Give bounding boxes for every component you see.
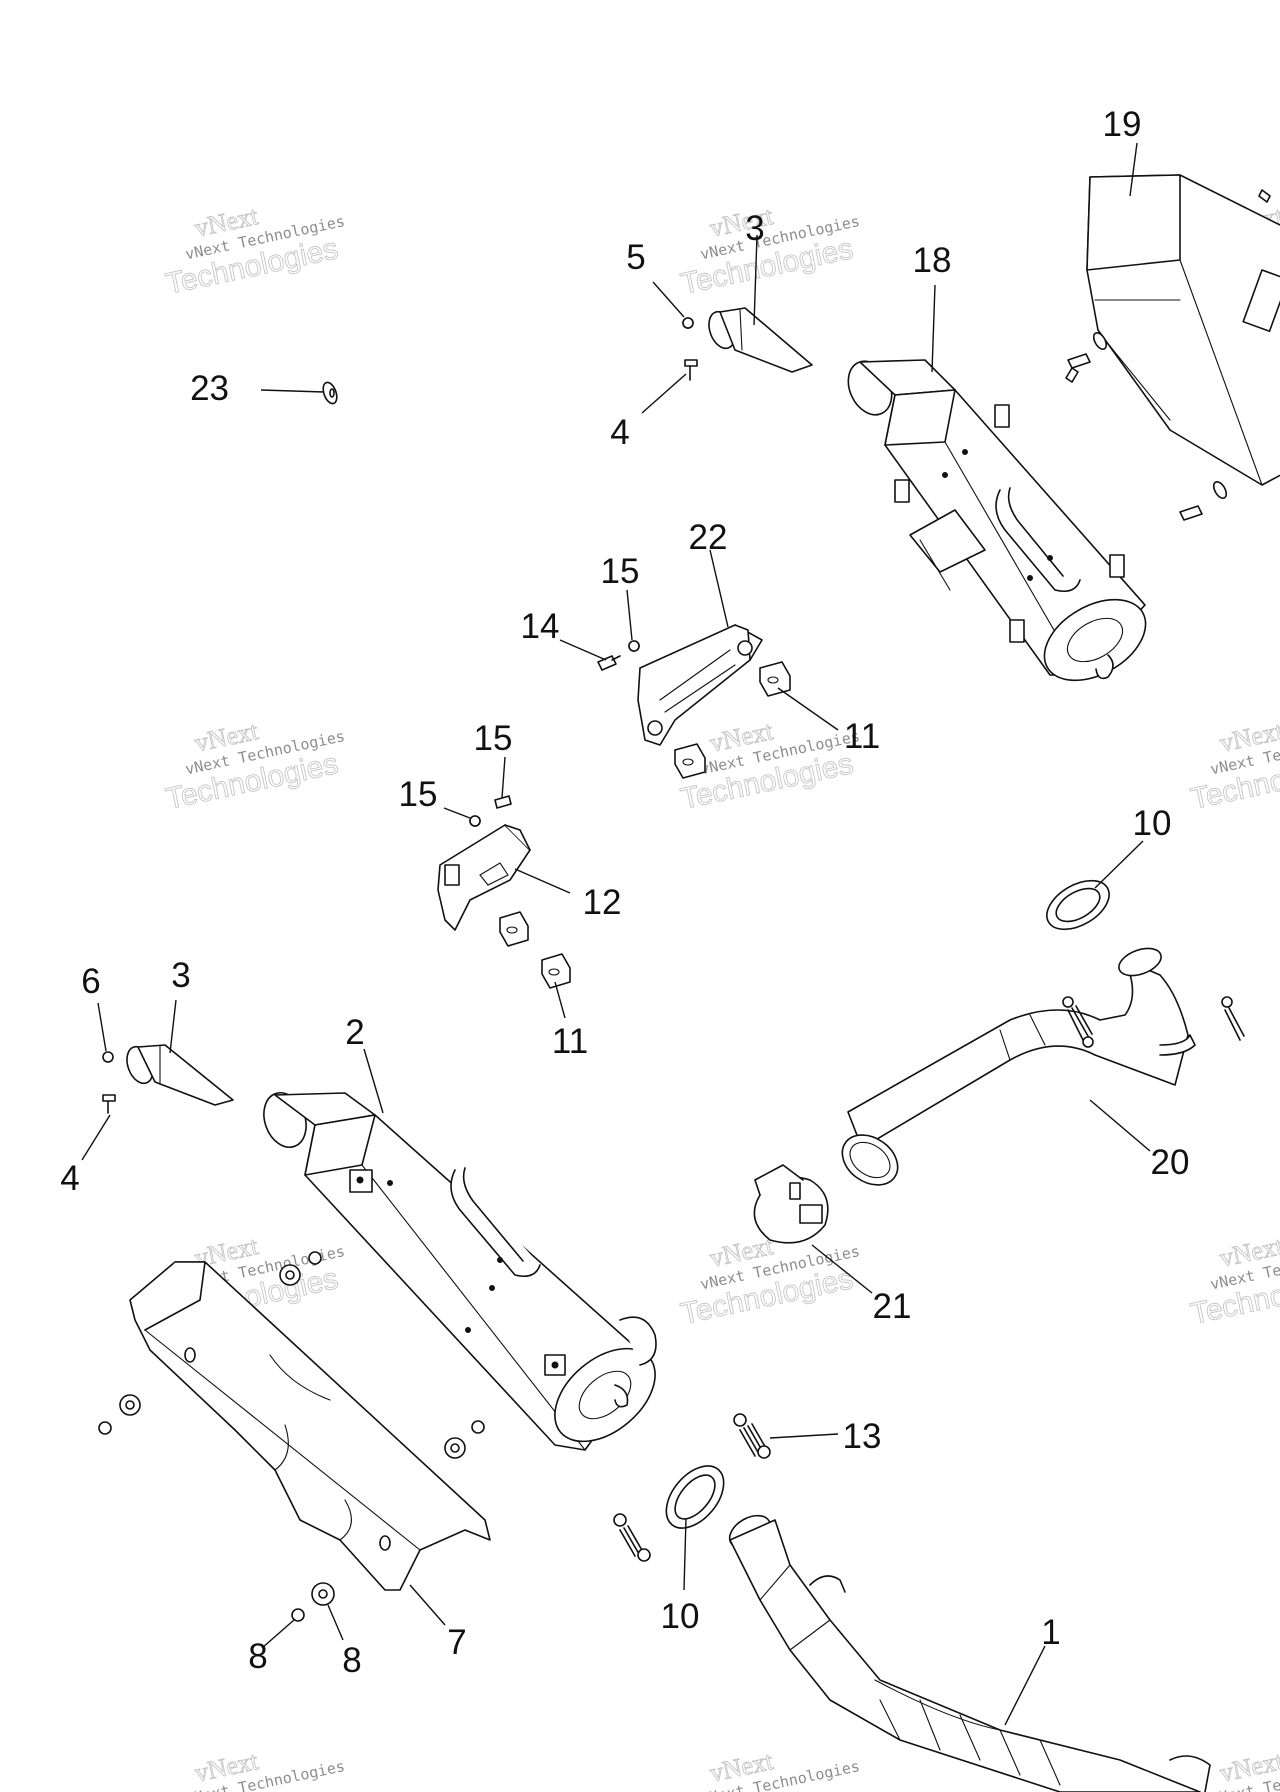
gasket-10-lower: [665, 1465, 725, 1529]
nut-7: [291, 1608, 305, 1622]
muffler-2: [263, 1092, 657, 1451]
watermark: vNext vNext Technologies: [1209, 1746, 1280, 1792]
end-cap-lower: [126, 1044, 234, 1106]
callout-8: 8: [342, 1641, 361, 1680]
callout-11-lower: 11: [552, 1022, 588, 1061]
screw-4-lower: [102, 1051, 116, 1114]
callout-15-upper: 15: [601, 552, 640, 591]
isolator-11-lower: [499, 911, 571, 989]
watermark: vNext vNext Technologies Technologies: [162, 201, 346, 302]
spring-13-upper: [1062, 996, 1245, 1048]
head-pipe-1: [728, 1514, 1211, 1792]
gasket-10-upper: [1046, 879, 1110, 931]
watermark: vNext vNext Technologies Technologies: [162, 716, 346, 817]
watermark-group: vNext vNext Technologies Technologies vN…: [162, 201, 1280, 1792]
callout-11-upper: 11: [844, 717, 880, 756]
washer-8: [311, 1582, 335, 1606]
washers-6: [98, 1251, 485, 1459]
callout-14-lower: 15: [474, 719, 513, 758]
end-cap-upper: [708, 307, 813, 373]
callout-18: 18: [913, 241, 952, 280]
callout-14-upper: 14: [521, 607, 560, 646]
callout-13: 13: [843, 1417, 882, 1456]
muffler-upper-right: [1086, 174, 1280, 486]
hanger-bracket-22: [637, 624, 763, 746]
watermark: vNext vNext Technologies: [699, 1746, 862, 1792]
callout-labels: 23 5 3 4 18 19 22 15 14 11 15 15 12 10 1…: [60, 105, 1189, 1680]
callout-22: 22: [689, 518, 728, 557]
callout-3-lower: 3: [171, 956, 190, 995]
callout-4-upper: 4: [610, 413, 629, 452]
nut-15: [469, 317, 694, 827]
muffler-18: [847, 359, 1147, 682]
hanger-bracket-12: [437, 824, 531, 931]
callout-20: 20: [1151, 1143, 1190, 1182]
bolt-washer: [1065, 332, 1228, 521]
clamp-21: [753, 1164, 829, 1244]
callout-5-lower: 6: [81, 962, 100, 1001]
callout-5-upper: 5: [626, 238, 645, 277]
callout-15-lower: 15: [399, 775, 438, 814]
callout-12: 12: [583, 883, 622, 922]
washer-23: [322, 381, 338, 405]
callout-4-lower: 4: [60, 1159, 79, 1198]
callout-10-lower: 10: [661, 1597, 700, 1636]
watermark: vNext vNext Technologies Technologies: [677, 201, 861, 302]
spring-13: [613, 1413, 771, 1562]
callout-6: 7: [447, 1623, 466, 1662]
watermark: vNext vNext Technologies: [184, 1746, 347, 1792]
heat-shield-6: [129, 1261, 491, 1591]
leader-lines: [81, 142, 1151, 1726]
callout-10-upper: 10: [1133, 804, 1172, 843]
watermark: vNext vNext Technologies Technologies: [1187, 716, 1280, 817]
head-pipe-20: [841, 947, 1196, 1186]
callout-1: 1: [1041, 1613, 1060, 1652]
callout-23: 23: [190, 369, 229, 408]
callout-21: 21: [873, 1287, 912, 1326]
callout-19: 19: [1103, 105, 1142, 144]
callout-7: 8: [248, 1637, 267, 1676]
isolator-11-upper: [674, 661, 791, 779]
watermark: vNext vNext Technologies Technologies: [1187, 1231, 1280, 1332]
callout-3-upper: 3: [745, 209, 764, 248]
callout-2: 2: [345, 1013, 364, 1052]
